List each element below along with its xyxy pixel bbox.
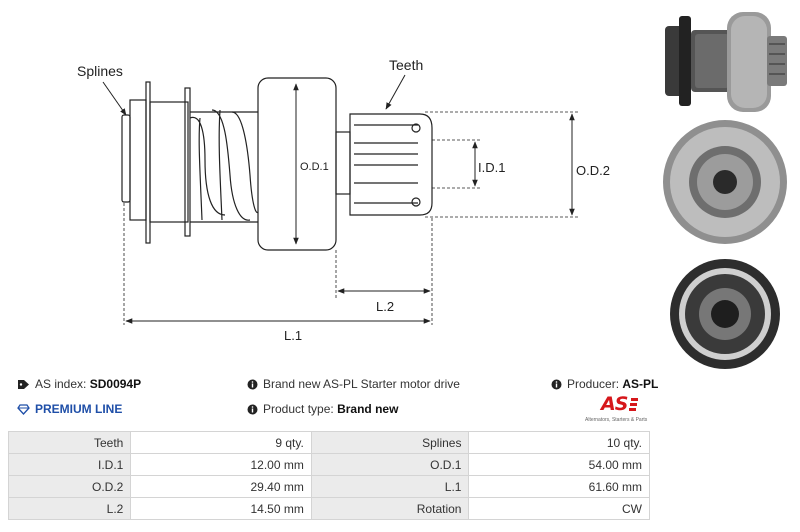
collar-ring-outline: [145, 81, 151, 244]
housing-outline: [149, 101, 189, 223]
spec-label: O.D.2: [7, 475, 132, 498]
premium-line: PREMIUM LINE: [17, 402, 122, 416]
info-icon: [247, 379, 258, 390]
spring-coils: [189, 109, 259, 221]
shaft-outline: [335, 131, 351, 195]
od1-label: O.D.1: [300, 161, 329, 173]
collar-outline: [129, 99, 147, 221]
technical-drawing: Splines Teeth O.D.1 O.D.2 I.D.1 L.2 L.1: [77, 57, 610, 343]
spec-value: 61.60 mm: [468, 475, 650, 498]
splines-leader: [102, 81, 127, 116]
as-pl-logo: AS Alternators, Starters & Parts: [585, 393, 655, 425]
pinion-outline: [349, 113, 433, 216]
teeth-label: Teeth: [389, 57, 423, 73]
teeth-leader: [385, 74, 406, 110]
description: Brand new AS-PL Starter motor drive: [247, 377, 460, 391]
product-type: Product type: Brand new: [247, 402, 398, 416]
spec-value: 9 qty.: [130, 431, 312, 454]
l1-label: L.1: [284, 328, 302, 343]
info-icon: [551, 379, 562, 390]
spec-value: 14.50 mm: [130, 497, 312, 520]
l2-label: L.2: [376, 299, 394, 314]
od2-label: O.D.2: [576, 163, 610, 178]
spec-label: O.D.1: [310, 453, 470, 476]
spec-value: 54.00 mm: [468, 453, 650, 476]
as-index: AS index: SD0094P: [17, 377, 141, 391]
product-photo-back: [670, 259, 780, 369]
spec-label: Rotation: [310, 497, 470, 520]
spec-label: L.2: [7, 497, 132, 520]
spec-value: 29.40 mm: [130, 475, 312, 498]
spec-label: L.1: [310, 475, 470, 498]
spec-value: 12.00 mm: [130, 453, 312, 476]
logo-stripes-icon: [629, 398, 638, 411]
splines-label: Splines: [77, 63, 123, 79]
tag-icon: [18, 380, 29, 389]
logo-tagline: Alternators, Starters & Parts: [585, 417, 648, 423]
diamond-icon: [17, 404, 30, 415]
flange-outline: [121, 114, 131, 203]
spec-value: CW: [468, 497, 650, 520]
housing-ring-outline: [184, 87, 191, 237]
info-icon: [247, 404, 258, 415]
logo-mark: AS: [601, 393, 628, 415]
spec-value: 10 qty.: [468, 431, 650, 454]
product-photo-side: [665, 12, 787, 112]
spec-label: I.D.1: [7, 453, 132, 476]
product-photo-front: [663, 120, 787, 244]
producer: Producer: AS-PL: [551, 377, 658, 391]
id1-label: I.D.1: [478, 160, 505, 175]
spec-label: Splines: [310, 431, 470, 454]
spec-label: Teeth: [7, 431, 132, 454]
